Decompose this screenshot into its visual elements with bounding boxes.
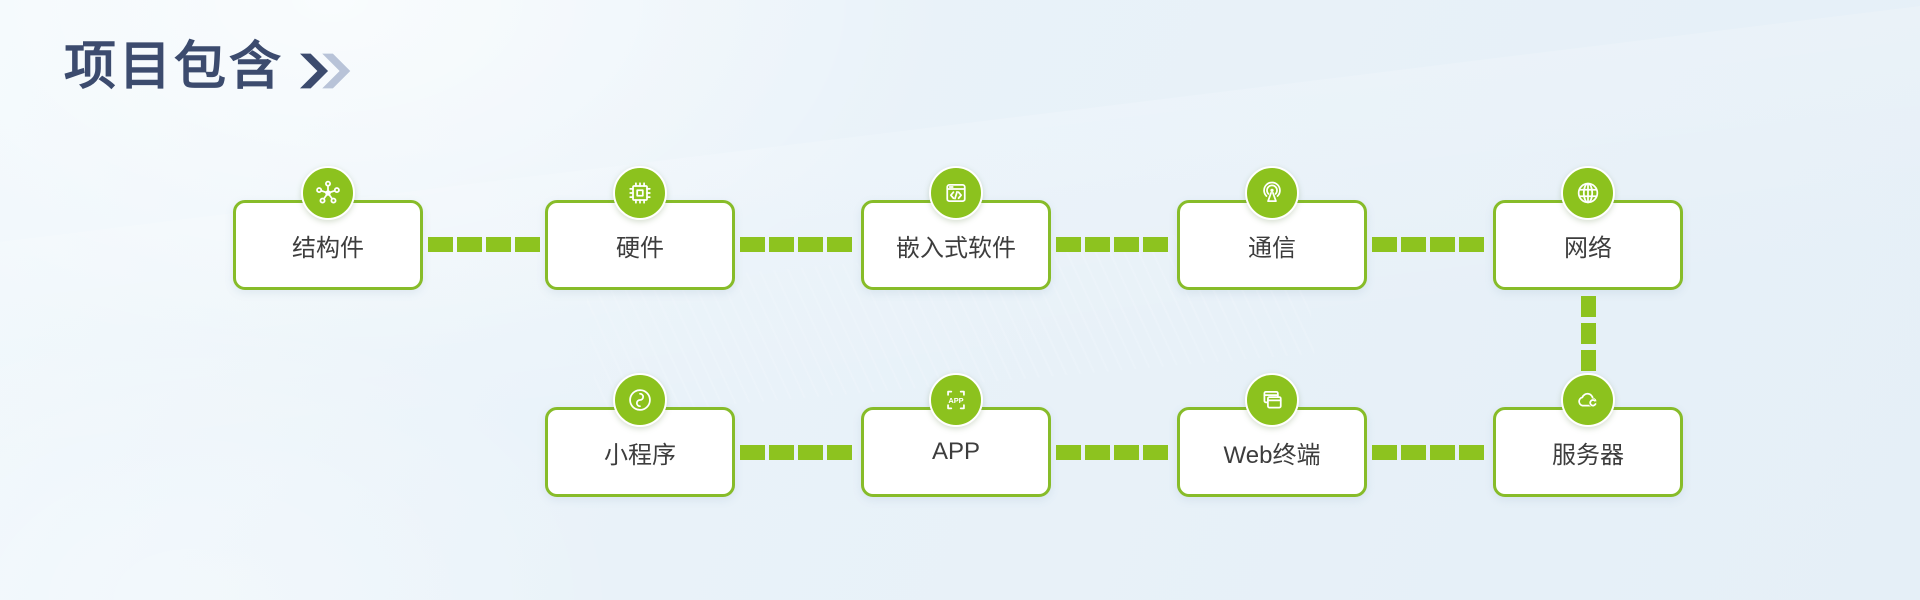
node-label: 服务器 <box>1552 441 1624 469</box>
globe-icon <box>1561 166 1615 220</box>
node-label: 小程序 <box>604 441 676 469</box>
dashed-connector-horizontal <box>740 445 852 460</box>
cloud-server-icon <box>1561 373 1615 427</box>
dashed-connector-horizontal <box>428 237 540 252</box>
double-chevron-right-icon <box>300 53 351 89</box>
browser-windows-icon <box>1245 373 1299 427</box>
node-label: 硬件 <box>616 234 664 262</box>
dashed-connector-vertical <box>1581 296 1596 371</box>
flow-node-hardware: 硬件 <box>545 166 735 290</box>
dashed-connector-horizontal <box>1372 237 1484 252</box>
flow-node-mini-program: 小程序 <box>545 373 735 497</box>
broadcast-antenna-icon <box>1245 166 1299 220</box>
dashed-connector-horizontal <box>1056 237 1168 252</box>
code-window-icon <box>929 166 983 220</box>
flow-node-app: APP APP <box>861 373 1051 497</box>
flow-node-web-terminal: Web终端 <box>1177 373 1367 497</box>
dashed-connector-horizontal <box>740 237 852 252</box>
dashed-connector-horizontal <box>1056 445 1168 460</box>
node-label: 通信 <box>1248 234 1296 262</box>
flow-node-server: 服务器 <box>1493 373 1683 497</box>
node-label: 结构件 <box>292 234 364 262</box>
flow-node-structure: 结构件 <box>233 166 423 290</box>
section-header: 项目包含 <box>64 38 358 98</box>
background-glow <box>0 0 980 380</box>
dashed-connector-horizontal <box>1372 445 1484 460</box>
flow-node-embedded-software: 嵌入式软件 <box>861 166 1051 290</box>
background-glow <box>0 300 640 600</box>
structure-hub-icon <box>301 166 355 220</box>
node-label: APP <box>931 438 981 465</box>
page-title: 项目包含 <box>64 38 285 96</box>
cpu-chip-icon <box>613 166 667 220</box>
node-label: 网络 <box>1564 234 1612 262</box>
flow-node-communication: 通信 <box>1177 166 1367 290</box>
node-box: 小程序 <box>545 407 735 497</box>
flow-node-network: 网络 <box>1493 166 1683 290</box>
node-label: 嵌入式软件 <box>896 234 1016 262</box>
app-brackets-icon: APP <box>929 373 983 427</box>
app-icon-text: APP <box>948 396 963 405</box>
mini-program-icon <box>613 373 667 427</box>
node-label: Web终端 <box>1223 441 1321 469</box>
